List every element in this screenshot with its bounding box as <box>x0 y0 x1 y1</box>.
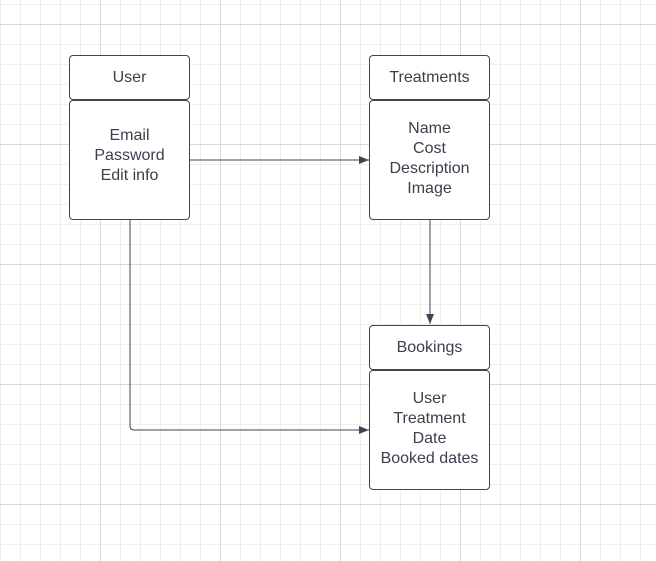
bookings-field-treatment: Treatment <box>393 410 466 427</box>
treatments-field-cost: Cost <box>413 140 446 157</box>
treatments-field-image: Image <box>407 180 452 197</box>
connector-user-to-bookings[interactable] <box>129 220 369 434</box>
bookings-entity-header[interactable]: Bookings <box>369 325 490 370</box>
bookings-field-booked-dates: Booked dates <box>380 450 479 467</box>
treatments-entity-title: Treatments <box>389 68 470 86</box>
bookings-entity-title: Bookings <box>396 338 463 356</box>
user-entity-header[interactable]: User <box>69 55 190 100</box>
treatments-field-name: Name <box>408 120 451 137</box>
user-entity-title: User <box>112 68 147 86</box>
user-field-edit-info: Edit info <box>100 167 159 184</box>
treatments-field-description: Description <box>389 160 470 177</box>
user-field-email: Email <box>109 127 150 144</box>
treatments-entity-body[interactable]: Name Cost Description Image <box>369 100 490 220</box>
bookings-field-user: User <box>412 390 447 407</box>
treatments-entity-header[interactable]: Treatments <box>369 55 490 100</box>
bookings-entity-body[interactable]: User Treatment Date Booked dates <box>369 370 490 490</box>
user-field-password: Password <box>94 147 165 164</box>
user-entity-body[interactable]: Email Password Edit info <box>69 100 190 220</box>
bookings-field-date: Date <box>412 430 447 447</box>
